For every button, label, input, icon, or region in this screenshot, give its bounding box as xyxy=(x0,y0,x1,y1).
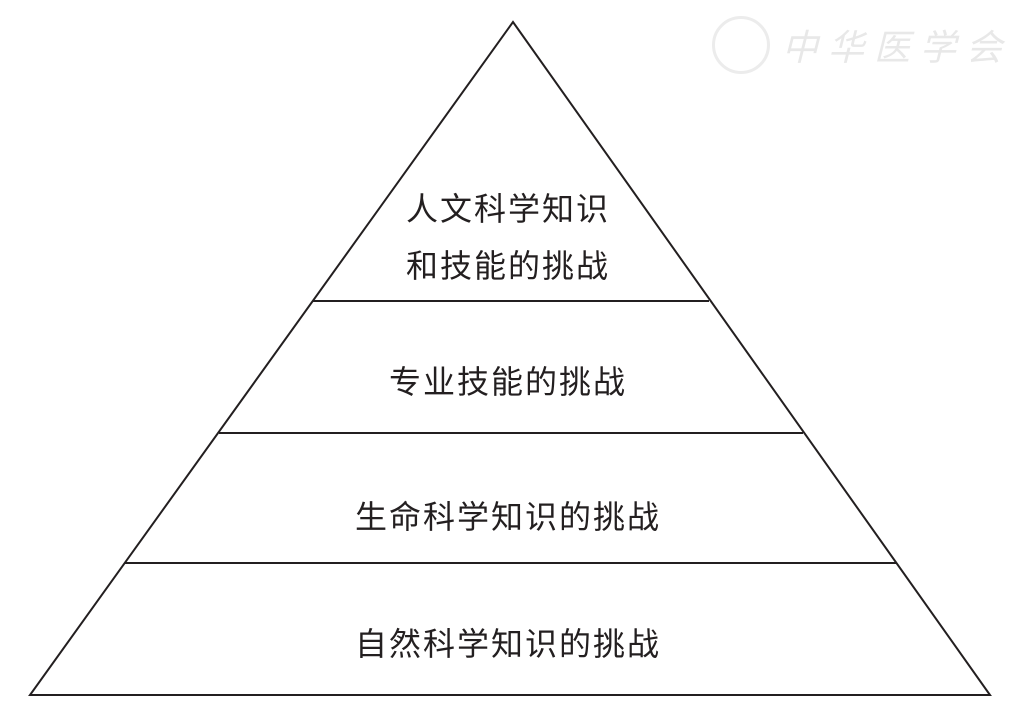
watermark-text: 中华医学会 xyxy=(782,28,1013,69)
watermark: 中华医学会 xyxy=(712,16,1012,74)
level-1-line-1: 人文科学知识 xyxy=(406,190,610,228)
level-2-label: 专业技能的挑战 xyxy=(389,363,627,401)
level-4-label: 自然科学知识的挑战 xyxy=(355,625,661,663)
level-3-label: 生命科学知识的挑战 xyxy=(355,498,661,536)
pyramid-outline xyxy=(28,20,992,696)
watermark-seal-icon xyxy=(712,16,770,74)
level-1-line-2: 和技能的挑战 xyxy=(406,247,610,285)
